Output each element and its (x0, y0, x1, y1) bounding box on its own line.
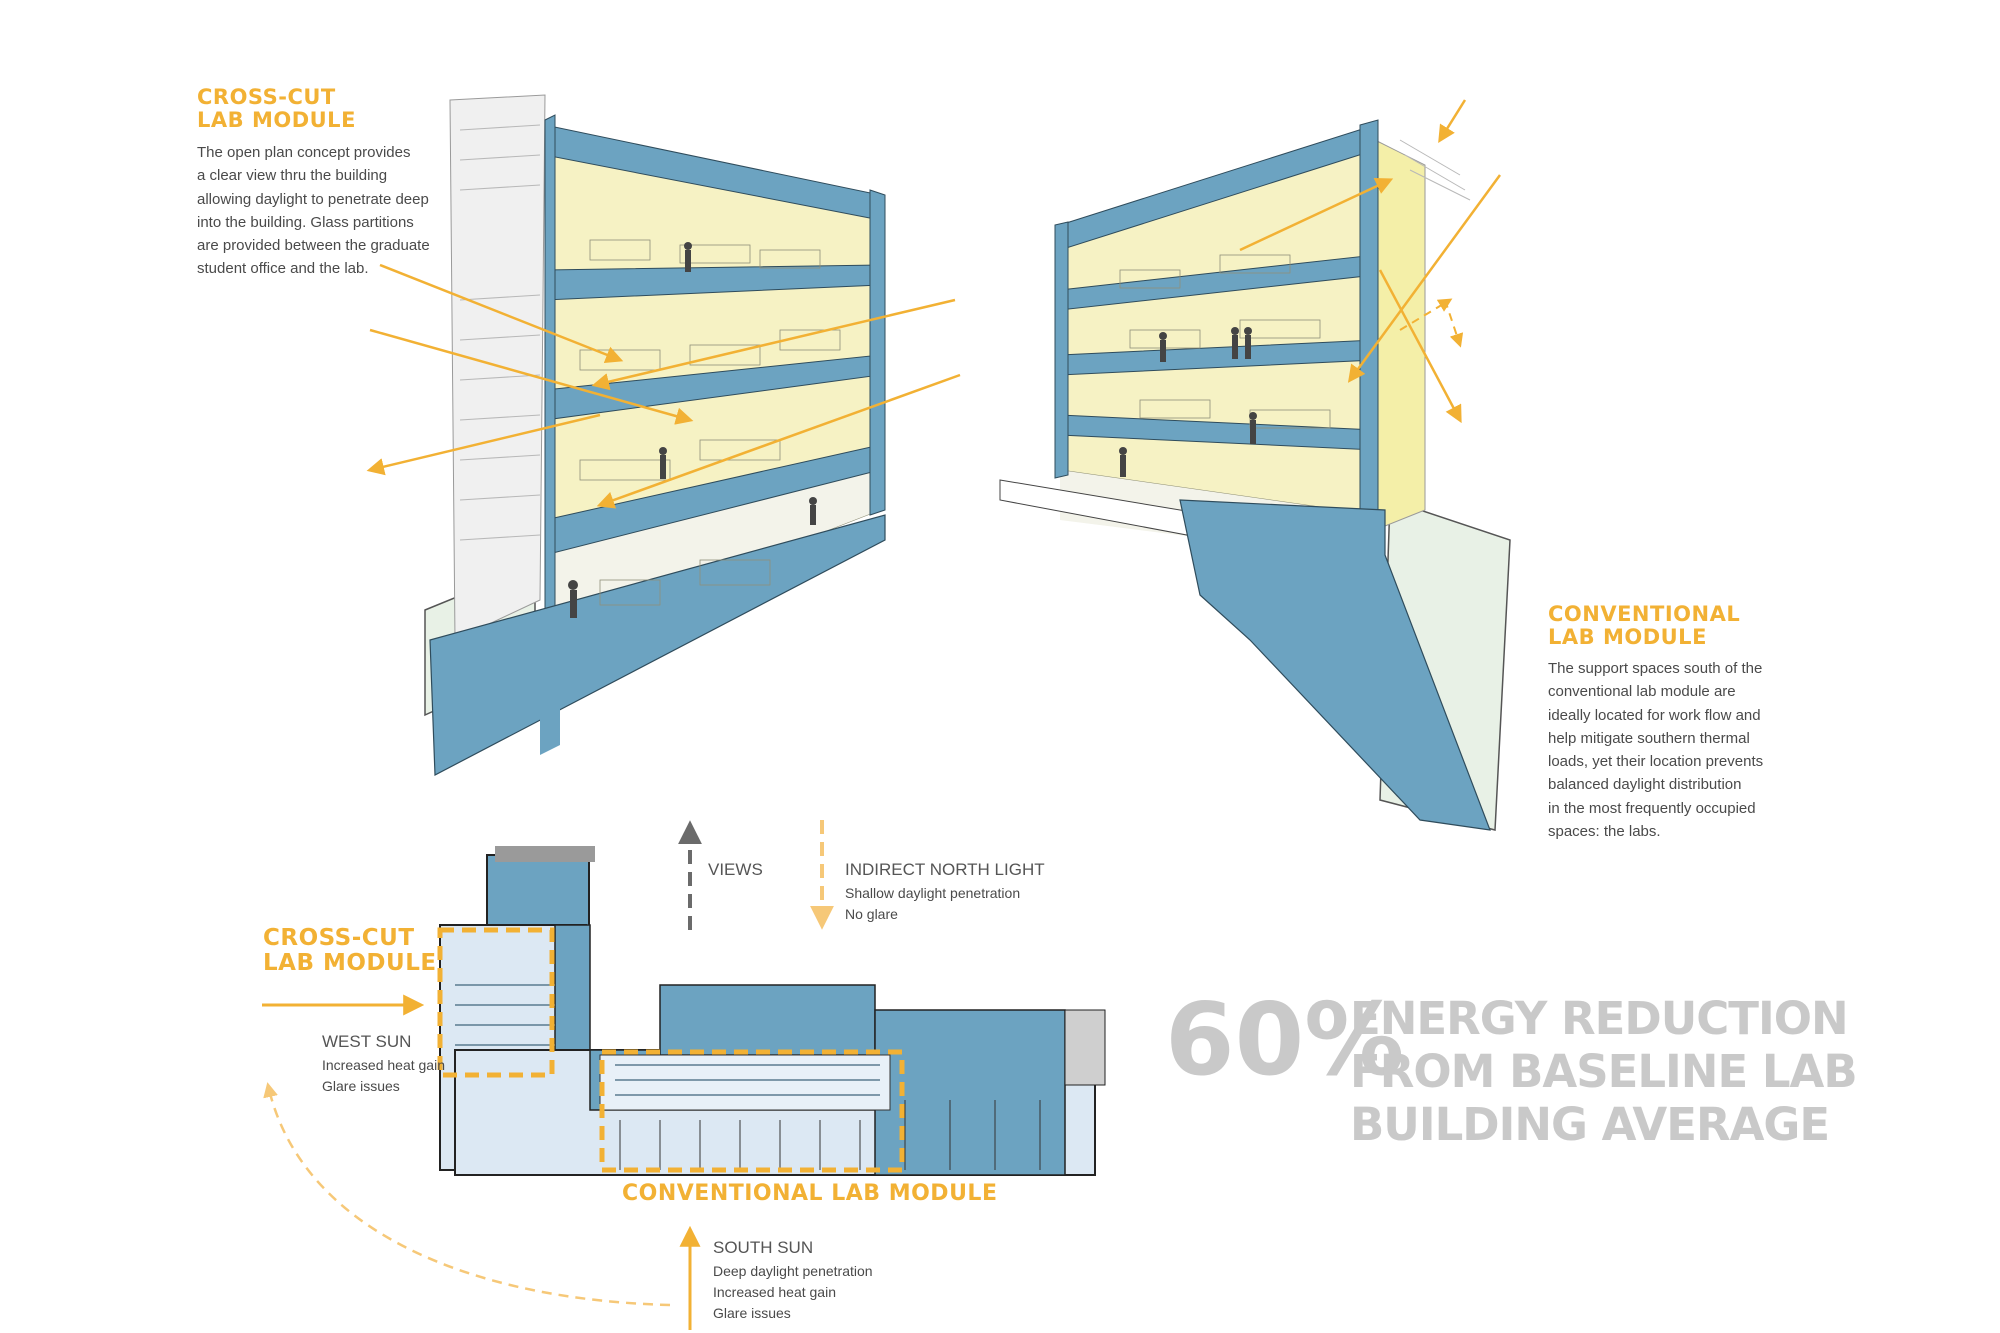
south-note-1: Deep daylight penetration (713, 1263, 873, 1279)
conventional-right-description: The support spaces south of the conventi… (1548, 657, 1763, 843)
crosscut-desc-line-6: student office and the lab. (197, 260, 369, 278)
crosscut-top-description: The open plan concept provides a clear v… (197, 141, 430, 281)
crosscut-desc-line-5: are provided between the graduate (197, 237, 430, 254)
energy-caption-line-3: BUILDING AVERAGE (1350, 1098, 1830, 1152)
conventional-desc-line-3: ideally located for work flow and (1548, 706, 1761, 724)
views-label: VIEWS (708, 860, 763, 879)
crosscut-top-title-line-2: LAB MODULE (197, 108, 356, 133)
plan-crosscut-line-1: CROSS-CUT (263, 925, 415, 951)
conventional-right-title-line-2: LAB MODULE (1548, 625, 1707, 650)
conventional-desc-line-8: spaces: the labs. (1548, 822, 1661, 840)
south-note-3: Glare issues (713, 1305, 791, 1321)
crosscut-top-title: CROSS-CUT LAB MODULE (197, 85, 356, 133)
conventional-desc-line-5: loads, yet their location prevents (1548, 753, 1764, 770)
conventional-desc-line-7: in the most frequently occupied (1548, 799, 1756, 817)
conventional-desc-line-6: balanced daylight distribution (1548, 776, 1742, 794)
crosscut-desc-line-3: allowing daylight to penetrate deep (197, 190, 429, 208)
plan-conventional-label: CONVENTIONAL LAB MODULE (622, 1181, 998, 1206)
conventional-desc-line-2: conventional lab module are (1548, 683, 1736, 701)
conventional-right-title: CONVENTIONAL LAB MODULE (1548, 602, 1741, 650)
conventional-desc-line-4: help mitigate southern thermal (1548, 729, 1750, 747)
indirect-north-light-notes: Shallow daylight penetration No glare (845, 883, 1020, 925)
crosscut-desc-line-1: The open plan concept provides (197, 144, 411, 161)
indirect-note-2: No glare (845, 906, 898, 922)
west-note-1: Increased heat gain (322, 1057, 445, 1073)
west-sun-notes: Increased heat gain Glare issues (322, 1055, 445, 1097)
indirect-note-1: Shallow daylight penetration (845, 885, 1021, 901)
plan-crosscut-label: CROSS-CUT LAB MODULE (263, 925, 437, 977)
crosscut-section-drawing (366, 94, 961, 776)
crosscut-desc-line-2: a clear view thru the building (197, 167, 388, 185)
conventional-right-title-line-1: CONVENTIONAL (1548, 602, 1741, 626)
energy-reduction-value: 60% (1165, 981, 1405, 1098)
conventional-section-drawing (999, 99, 1511, 831)
west-sun-title: WEST SUN (322, 1032, 412, 1051)
west-note-2: Glare issues (322, 1078, 400, 1094)
south-sun-title: SOUTH SUN (713, 1238, 814, 1257)
energy-reduction-caption: ENERGY REDUCTION FROM BASELINE LAB BUILD… (1350, 992, 1858, 1152)
energy-caption-line-1: ENERGY REDUCTION (1350, 992, 1849, 1045)
south-note-2: Increased heat gain (713, 1284, 836, 1300)
plan-crosscut-line-2: LAB MODULE (263, 950, 437, 977)
indirect-north-light-title: INDIRECT NORTH LIGHT (845, 860, 1045, 879)
crosscut-desc-line-4: into the building. Glass partitions (197, 213, 414, 231)
floor-plan-drawing (262, 820, 1106, 1330)
crosscut-top-title-line-1: CROSS-CUT (197, 85, 336, 109)
conventional-desc-line-1: The support spaces south of the (1548, 660, 1763, 677)
energy-caption-line-2: FROM BASELINE LAB (1350, 1045, 1858, 1099)
south-sun-notes: Deep daylight penetration Increased heat… (713, 1261, 873, 1324)
